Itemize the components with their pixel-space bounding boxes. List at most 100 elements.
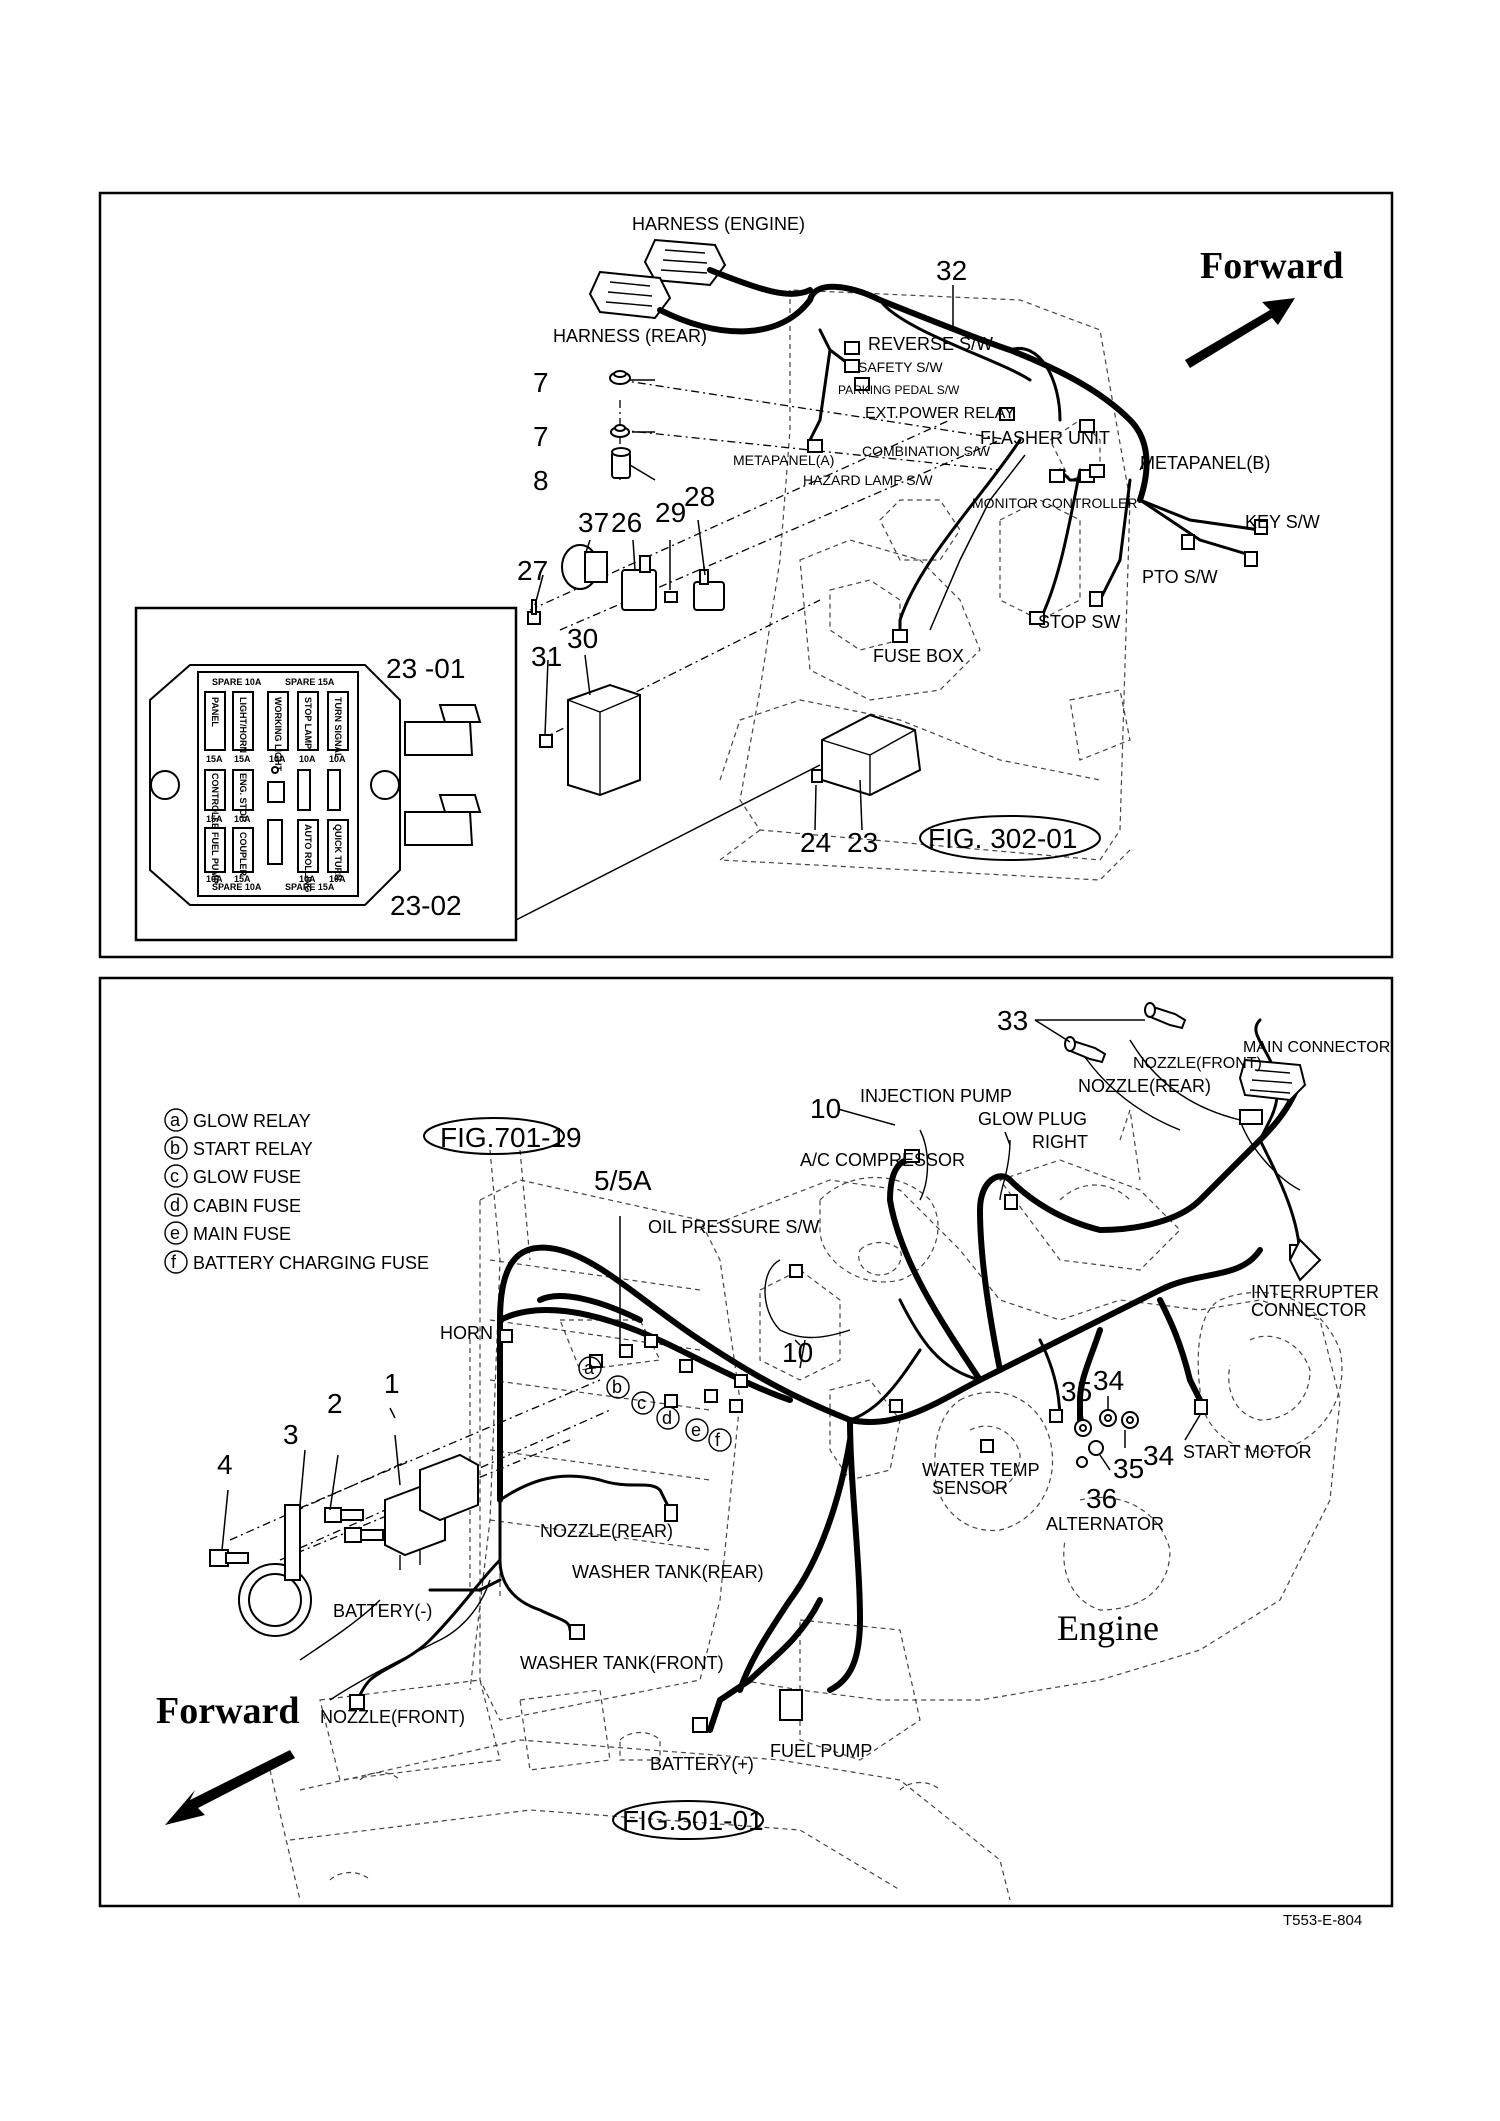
fuse-fuel-pump: FUEL PUMP — [210, 832, 220, 884]
chassis-outline — [269, 1619, 1011, 1901]
key-b: b — [612, 1377, 622, 1397]
label-interrupter-connector: CONNECTOR — [1251, 1300, 1367, 1320]
legend-text-c: GLOW FUSE — [193, 1167, 301, 1187]
label-pto-sw: PTO S/W — [1142, 567, 1218, 587]
forward-arrow-bottom — [165, 1750, 295, 1825]
label-metapanel-a: METAPANEL(A) — [733, 452, 834, 468]
part-7-upper — [609, 370, 631, 385]
callout-32: 32 — [936, 255, 967, 286]
label-forward-bottom: Forward — [156, 1690, 300, 1732]
callout-33: 33 — [997, 1005, 1028, 1036]
diagram-keys: a b c d e f — [578, 1356, 732, 1452]
label-water-temp: WATER TEMP — [922, 1460, 1040, 1480]
callout-37: 37 — [578, 507, 609, 538]
label-engine: Engine — [1057, 1608, 1159, 1648]
callout-10-upper: 10 — [810, 1093, 841, 1124]
callout-34-lower: 34 — [1143, 1440, 1174, 1471]
label-battery-plus: BATTERY(+) — [650, 1754, 754, 1774]
key-f: f — [715, 1430, 721, 1450]
callout-34-upper: 34 — [1093, 1365, 1124, 1396]
fuse-panel-inset: SPARE 10A SPARE 15A SPARE 10A SPARE 15A … — [134, 606, 821, 942]
rating-quick-turn: 10A — [329, 874, 346, 884]
label-fig-501-01: FIG.501-01 — [622, 1805, 764, 1836]
fig-501-01-oval — [612, 1800, 764, 1840]
spare-10a-top: SPARE 10A — [212, 677, 262, 687]
rating-light-horn: 15A — [234, 754, 251, 764]
rating-coupler: 15A — [234, 874, 251, 884]
callout-29: 29 — [655, 497, 686, 528]
fuse-stop-lamp: STOP LAMP — [303, 697, 313, 749]
part-3-horn — [238, 1504, 312, 1637]
top-panel-frame — [98, 191, 1394, 959]
callout-23-02: 23-02 — [390, 890, 462, 921]
spare-10a-bottom: SPARE 10A — [212, 882, 262, 892]
label-nozzle-rear-bottom: NOZZLE(REAR) — [540, 1521, 673, 1541]
label-horn: HORN — [440, 1323, 493, 1343]
label-stop-sw: STOP SW — [1038, 612, 1120, 632]
legend-key-b: b — [170, 1138, 180, 1158]
fig-701-19-oval — [423, 1117, 565, 1155]
fuse-working-light: WORKING LIGHT — [273, 697, 283, 771]
callout-5-5a: 5/5A — [594, 1165, 652, 1196]
callout-35-upper: 35 — [1061, 1376, 1092, 1407]
label-glow-plug-right: RIGHT — [1032, 1132, 1088, 1152]
harness-wire-bottom — [497, 1077, 1303, 1733]
callout-3: 3 — [283, 1419, 299, 1450]
bottom-panel-frame — [98, 976, 1394, 1908]
callout-10-lower: 10 — [782, 1337, 813, 1368]
fuse-panel: PANEL — [210, 697, 220, 727]
harness-connectors — [807, 341, 1268, 643]
fuse-23-02 — [404, 794, 482, 846]
callout-7-upper: 7 — [533, 367, 549, 398]
label-flasher-unit: FLASHER UNIT — [980, 428, 1110, 448]
callout-27: 27 — [517, 555, 548, 586]
legend-text-d: CABIN FUSE — [193, 1196, 301, 1216]
engine-outline — [479, 1109, 1343, 1721]
callout-23: 23 — [847, 827, 878, 858]
label-metapanel-b: METAPANEL(B) — [1140, 453, 1270, 473]
spare-15a-bottom: SPARE 15A — [285, 882, 335, 892]
label-start-motor: START MOTOR — [1183, 1442, 1312, 1462]
label-glow-plug: GLOW PLUG — [978, 1109, 1087, 1129]
part-28 — [693, 569, 725, 611]
label-main-connector: MAIN CONNECTOR — [1243, 1039, 1390, 1056]
fuse-light-horn: LIGHT/HORN — [238, 697, 248, 753]
legend-key-e: e — [170, 1223, 180, 1243]
harness-engine-connector — [643, 238, 727, 287]
legend-key-c: c — [170, 1166, 179, 1186]
fuse-controller: CONTROLLER — [210, 773, 220, 836]
part-27 — [527, 599, 541, 625]
callout-4: 4 — [217, 1449, 233, 1480]
label-nozzle-front-top: NOZZLE(FRONT) — [1133, 1055, 1262, 1072]
fuse-turn-signal: TURN SIGNAL — [333, 697, 343, 759]
rating-turn-signal: 10A — [329, 754, 346, 764]
part-4-bolt — [209, 1549, 249, 1567]
label-hazard-lamp-sw: HAZARD LAMP S/W — [803, 472, 933, 488]
callout-23-01: 23 -01 — [386, 653, 465, 684]
fig-302-01-oval — [919, 815, 1101, 861]
fuse-23-01 — [404, 704, 482, 756]
callout-36: 36 — [1086, 1483, 1117, 1514]
label-fuel-pump: FUEL PUMP — [770, 1741, 872, 1761]
spare-15a-top: SPARE 15A — [285, 677, 335, 687]
legend: a GLOW RELAY b START RELAY c GLOW FUSE d… — [164, 1108, 429, 1274]
legend-text-a: GLOW RELAY — [193, 1111, 311, 1131]
main-connector — [1238, 1058, 1307, 1102]
label-battery-minus: BATTERY(-) — [333, 1601, 432, 1621]
part-23-fuse-box — [811, 713, 922, 797]
callout-7-lower: 7 — [533, 421, 549, 452]
bottom-leaders — [221, 1108, 1201, 1551]
part-29 — [664, 591, 678, 603]
part-7-lower — [610, 424, 630, 438]
callout-24: 24 — [800, 827, 831, 858]
fuse-coupler: COUPLER — [238, 832, 248, 877]
key-a: a — [584, 1358, 595, 1378]
callout-1: 1 — [384, 1368, 400, 1399]
label-harness-engine: HARNESS (ENGINE) — [632, 214, 805, 234]
bottom-panel: a GLOW RELAY b START RELAY c GLOW FUSE d… — [98, 976, 1394, 1908]
label-interrupter: INTERRUPTER — [1251, 1282, 1379, 1302]
fuse-quick-turn: QUICK TURN — [333, 824, 343, 881]
label-parking-pedal-sw: PARKING PEDAL S/W — [838, 383, 960, 397]
label-key-sw: KEY S/W — [1245, 512, 1320, 532]
